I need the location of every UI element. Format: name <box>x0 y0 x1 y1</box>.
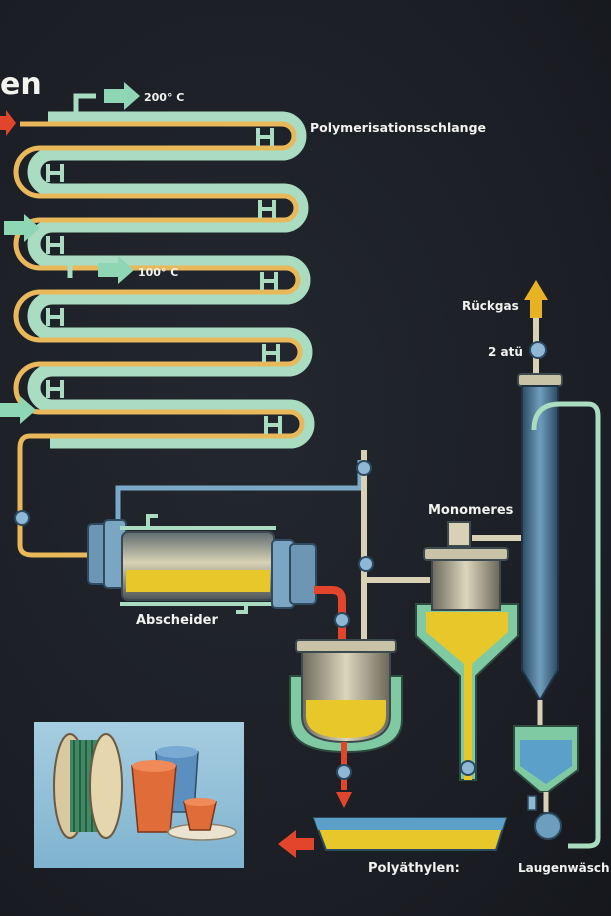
yellow-arrow-icon <box>524 280 548 318</box>
monomer-vessel <box>415 521 524 781</box>
separator-vessel <box>87 460 363 614</box>
separator-label: Abscheider <box>136 613 218 628</box>
monomers-label: Monomeres <box>428 503 514 518</box>
valve-icon <box>358 556 374 572</box>
green-arrow-icon <box>4 214 40 242</box>
valve-icon <box>334 612 350 628</box>
washing-column <box>513 280 601 849</box>
low-pressure-vessel <box>289 639 403 808</box>
product-tray <box>278 817 508 858</box>
coil-label: Polymerisationsschlange <box>310 120 486 135</box>
valve-icon <box>356 460 372 476</box>
product-inset-illustration <box>34 722 244 868</box>
product-label: Polyäthylen: <box>368 861 460 876</box>
red-arrow-icon <box>336 792 352 808</box>
return-gas-label: Rückgas <box>462 299 519 313</box>
valve-icon <box>529 341 547 359</box>
temp-200-label: 200° C <box>144 91 184 104</box>
valve-icon <box>336 764 352 780</box>
valve-icon <box>14 510 30 526</box>
red-arrow-icon <box>0 110 16 136</box>
polymerisation-coil <box>13 93 315 558</box>
green-arrow-icon <box>98 256 134 284</box>
green-arrow-icon <box>104 82 140 110</box>
lye-washer-label: Laugenwäsch <box>518 861 610 875</box>
temp-100-label: 100° C <box>138 266 178 279</box>
title-fragment: en <box>0 67 42 102</box>
green-arrow-icon <box>0 396 36 424</box>
red-arrow-icon <box>278 830 314 858</box>
valve-icon <box>460 760 476 776</box>
valve-icon <box>534 812 562 840</box>
pressure-label: 2 atü <box>488 345 523 359</box>
